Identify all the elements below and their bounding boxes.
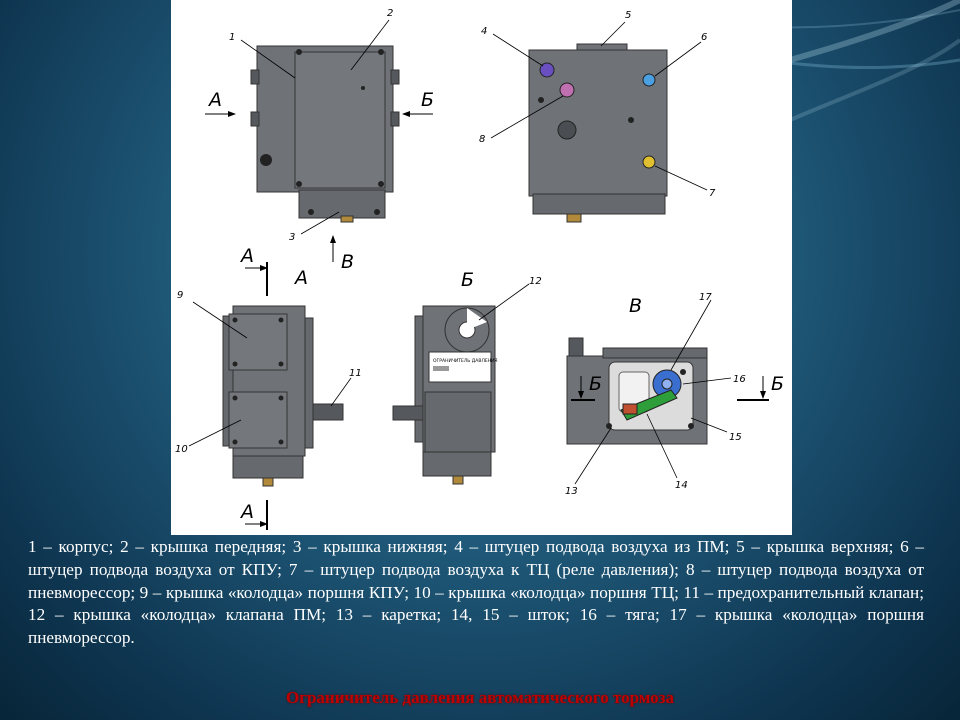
label-12: 12 <box>529 276 542 287</box>
view-b-callouts: Б 12 <box>461 269 542 321</box>
slide-title-footer: Ограничитель давления автоматического то… <box>286 688 674 707</box>
label-7: 7 <box>709 188 716 199</box>
label-6: 6 <box>701 32 707 43</box>
section-mark-b-left: Б <box>589 373 602 395</box>
view-title-a: А <box>293 267 308 289</box>
label-9: 9 <box>177 290 183 301</box>
label-5: 5 <box>625 10 631 21</box>
rear-view <box>528 43 668 223</box>
label-2: 2 <box>387 8 393 19</box>
section-mark-a-bottom: А <box>239 501 254 523</box>
arrow-label-b: Б <box>421 89 434 111</box>
label-16: 16 <box>733 374 746 385</box>
label-15: 15 <box>729 432 742 443</box>
view-b: ОГРАНИЧИТЕЛЬ ДАВЛЕНИЯ <box>392 305 498 485</box>
arrow-label-a: А <box>207 89 222 111</box>
label-4: 4 <box>481 26 487 37</box>
nameplate-text: ОГРАНИЧИТЕЛЬ ДАВЛЕНИЯ <box>433 358 498 364</box>
view-title-b: Б <box>461 269 474 291</box>
view-a <box>222 305 344 487</box>
view-title-v: В <box>629 295 642 317</box>
front-view <box>250 45 400 223</box>
label-14: 14 <box>675 480 688 491</box>
view-v-callouts: В 17 16 15 13 14 Б Б <box>565 292 784 497</box>
label-1: 1 <box>229 32 235 43</box>
label-17: 17 <box>699 292 712 303</box>
section-mark-a-top: А <box>239 245 254 267</box>
arrow-label-v: В <box>341 251 354 273</box>
section-mark-b-right: Б <box>771 373 784 395</box>
drawing-svg: 1 2 3 А Б В 4 5 6 7 8 <box>175 8 784 530</box>
label-3: 3 <box>289 232 295 243</box>
label-8: 8 <box>479 134 485 145</box>
rear-view-callouts: 4 5 6 7 8 <box>479 10 716 199</box>
front-view-callouts: 1 2 3 А Б В <box>205 8 434 273</box>
technical-drawing: 1 2 3 А Б В 4 5 6 7 8 <box>171 0 792 535</box>
legend-caption: 1 – корпус; 2 – крышка передняя; 3 – кры… <box>28 537 924 648</box>
label-11: 11 <box>349 368 362 379</box>
view-a-callouts: 9 10 11 А А А <box>175 245 362 530</box>
view-v <box>566 337 708 445</box>
label-10: 10 <box>175 444 188 455</box>
label-13: 13 <box>565 486 578 497</box>
